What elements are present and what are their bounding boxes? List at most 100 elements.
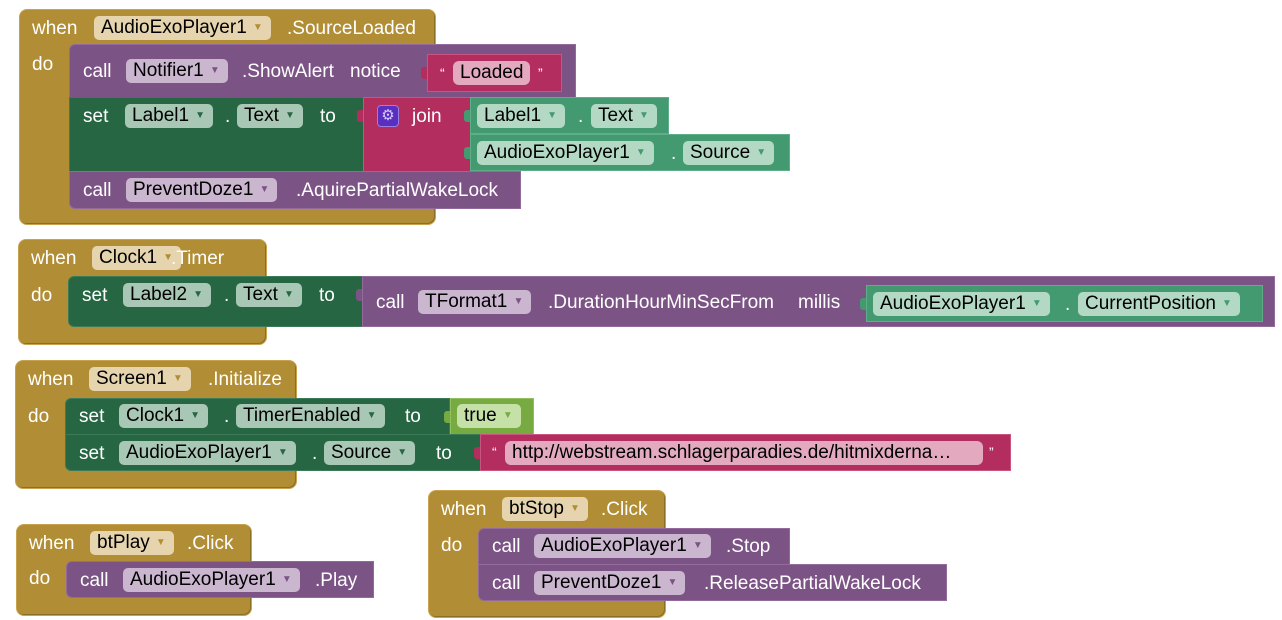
- dropdown-arrow-icon: ▼: [756, 147, 767, 158]
- dropdown-arrow-icon: ▼: [547, 110, 558, 121]
- dot-separator: .: [224, 285, 230, 306]
- when-keyword: when: [32, 18, 78, 39]
- component-dropdown[interactable]: Label2▼: [123, 283, 212, 307]
- method-name: .DurationHourMinSecFrom: [548, 292, 774, 313]
- boolean-dropdown[interactable]: true▼: [457, 404, 521, 428]
- method-name: .Play: [315, 570, 358, 591]
- component-dropdown[interactable]: PreventDoze1▼: [126, 178, 278, 202]
- component-dropdown[interactable]: Label1▼: [477, 104, 566, 128]
- dropdown-arrow-icon: ▼: [635, 147, 646, 158]
- dropdown-arrow-icon: ▼: [172, 373, 183, 384]
- component-dropdown[interactable]: Clock1▼: [92, 246, 182, 270]
- to-keyword: to: [319, 285, 335, 306]
- getter-block-label1-text[interactable]: Label1▼ . Text▼: [464, 97, 669, 134]
- open-quote: “: [492, 444, 497, 460]
- call-keyword: call: [80, 570, 109, 591]
- component-dropdown[interactable]: AudioExoPlayer1▼: [94, 16, 271, 40]
- open-quote: “: [440, 65, 445, 81]
- call-keyword: call: [492, 536, 521, 557]
- set-block-audio-source[interactable]: set AudioExoPlayer1▼ . Source▼ to: [65, 434, 481, 471]
- dropdown-arrow-icon: ▼: [163, 252, 174, 263]
- call-block-stop[interactable]: call AudioExoPlayer1▼ .Stop: [478, 528, 790, 565]
- dropdown-arrow-icon: ▼: [1222, 298, 1232, 309]
- set-block-timer-enabled[interactable]: set Clock1▼ . TimerEnabled▼ to: [65, 398, 450, 435]
- gear-icon[interactable]: ⚙: [377, 105, 399, 127]
- dropdown-arrow-icon: ▼: [570, 503, 580, 514]
- property-dropdown[interactable]: Text▼: [236, 283, 302, 307]
- property-dropdown[interactable]: Source▼: [683, 141, 775, 165]
- method-name: .AquirePartialWakeLock: [296, 180, 499, 201]
- component-dropdown[interactable]: AudioExoPlayer1▼: [873, 292, 1050, 316]
- do-keyword: do: [31, 285, 53, 306]
- component-dropdown[interactable]: AudioExoPlayer1▼: [477, 141, 654, 165]
- when-keyword: when: [28, 369, 74, 390]
- dropdown-arrow-icon: ▼: [277, 447, 288, 458]
- call-keyword: call: [83, 61, 112, 82]
- dropdown-arrow-icon: ▼: [259, 184, 270, 195]
- call-keyword: call: [492, 573, 521, 594]
- method-name: .ReleasePartialWakeLock: [704, 573, 921, 594]
- set-block-label1-text[interactable]: set Label1▼ . Text▼ to: [69, 97, 365, 172]
- dropdown-arrow-icon: ▼: [155, 537, 166, 548]
- to-keyword: to: [320, 106, 336, 127]
- getter-block-current-position[interactable]: AudioExoPlayer1▼ . CurrentPosition▼: [860, 285, 1263, 322]
- close-quote: ”: [538, 65, 543, 81]
- event-name: .SourceLoaded: [287, 18, 416, 39]
- event-name: .Timer: [171, 248, 225, 269]
- logic-block-true[interactable]: true▼: [444, 398, 534, 435]
- property-dropdown[interactable]: Source▼: [324, 441, 416, 465]
- component-dropdown[interactable]: btStop▼: [502, 497, 588, 521]
- event-name: .Click: [601, 499, 648, 520]
- when-keyword: when: [29, 533, 75, 554]
- text-field[interactable]: Loaded: [453, 61, 531, 85]
- text-block-stream-url[interactable]: “ http://webstream.schlagerparadies.de/h…: [474, 434, 1011, 471]
- dropdown-arrow-icon: ▼: [638, 110, 649, 121]
- call-block-play[interactable]: call AudioExoPlayer1▼ .Play: [66, 561, 374, 598]
- property-dropdown[interactable]: Text▼: [237, 104, 303, 128]
- do-keyword: do: [28, 406, 50, 427]
- property-dropdown[interactable]: Text▼: [591, 104, 657, 128]
- dot-separator: .: [224, 406, 230, 427]
- call-block-acquire-wakelock[interactable]: call PreventDoze1▼ .AquirePartialWakeLoc…: [69, 171, 521, 209]
- component-dropdown[interactable]: AudioExoPlayer1▼: [119, 441, 296, 465]
- dot-separator: .: [671, 143, 677, 164]
- do-keyword: do: [441, 535, 463, 556]
- call-keyword: call: [83, 180, 112, 201]
- property-dropdown[interactable]: CurrentPosition▼: [1078, 292, 1240, 316]
- do-keyword: do: [32, 54, 54, 75]
- component-dropdown[interactable]: AudioExoPlayer1▼: [534, 534, 711, 558]
- call-block-release-wakelock[interactable]: call PreventDoze1▼ .ReleasePartialWakeLo…: [478, 564, 947, 601]
- component-dropdown[interactable]: Notifier1▼: [126, 59, 228, 83]
- dropdown-arrow-icon: ▼: [193, 289, 204, 300]
- when-keyword: when: [441, 499, 487, 520]
- dropdown-arrow-icon: ▼: [190, 410, 201, 421]
- component-dropdown[interactable]: Label1▼: [125, 104, 214, 128]
- text-block-loaded[interactable]: “ Loaded ”: [421, 54, 562, 92]
- property-dropdown[interactable]: TimerEnabled▼: [236, 404, 385, 428]
- text-field[interactable]: http://webstream.schlagerparadies.de/hit…: [505, 441, 983, 465]
- join-keyword: join: [412, 106, 442, 127]
- component-dropdown[interactable]: PreventDoze1▼: [534, 571, 686, 595]
- dropdown-arrow-icon: ▼: [284, 110, 295, 121]
- dropdown-arrow-icon: ▼: [1031, 298, 1042, 309]
- getter-block-audio-source[interactable]: AudioExoPlayer1▼ . Source▼: [464, 134, 790, 171]
- dot-separator: .: [225, 106, 231, 127]
- dropdown-arrow-icon: ▼: [209, 65, 220, 76]
- dot-separator: .: [1065, 294, 1071, 315]
- set-keyword: set: [79, 443, 105, 464]
- event-name: .Click: [187, 533, 234, 554]
- dot-separator: .: [312, 443, 318, 464]
- set-block-label2-text[interactable]: set Label2▼ . Text▼ to: [68, 276, 364, 327]
- dropdown-arrow-icon: ▼: [195, 110, 206, 121]
- component-dropdown[interactable]: Clock1▼: [119, 404, 209, 428]
- component-dropdown[interactable]: AudioExoPlayer1▼: [123, 568, 300, 592]
- method-name: .Stop: [726, 536, 771, 557]
- component-dropdown[interactable]: Screen1▼: [89, 367, 191, 391]
- component-dropdown[interactable]: TFormat1▼: [418, 290, 532, 314]
- dropdown-arrow-icon: ▼: [281, 574, 292, 585]
- component-dropdown[interactable]: btPlay▼: [90, 531, 174, 555]
- method-name: .ShowAlert: [242, 61, 334, 82]
- join-block[interactable]: ⚙ join: [357, 97, 471, 172]
- set-keyword: set: [79, 406, 105, 427]
- to-keyword: to: [405, 406, 421, 427]
